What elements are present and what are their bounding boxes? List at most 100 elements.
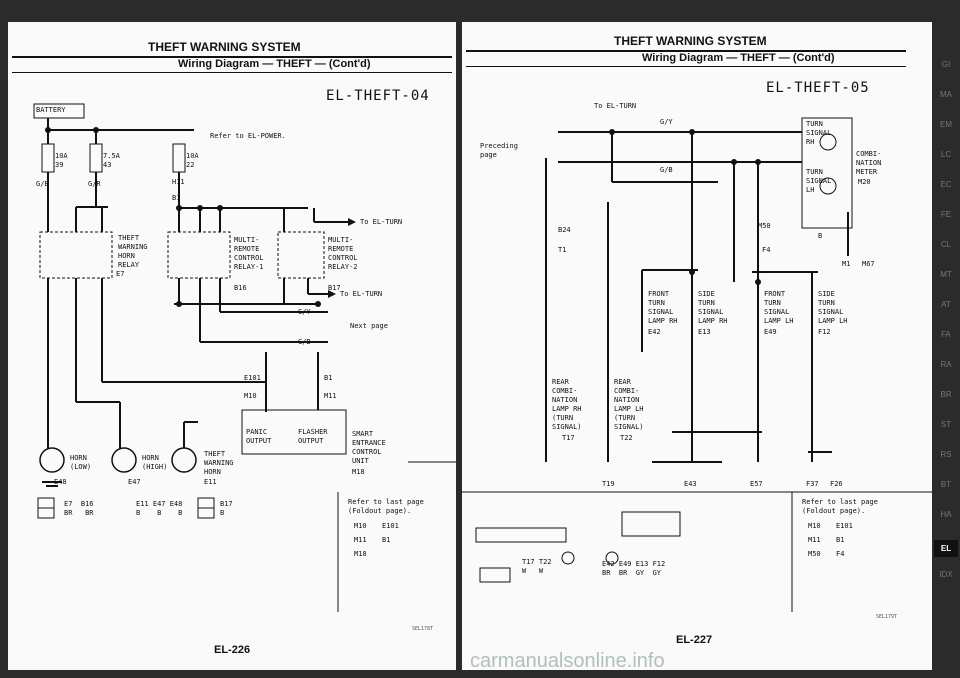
section-tab-mt[interactable]: MT [940, 270, 952, 279]
connector-e48: E48 [54, 478, 67, 486]
section-tab-el[interactable]: EL [934, 540, 958, 557]
wiring-diagram-right [462, 117, 932, 612]
diagram-id-right: EL-THEFT-05 [766, 80, 870, 96]
ref-code-5: M18 [354, 550, 367, 558]
section-tab-st[interactable]: ST [940, 420, 952, 429]
ref-code-2: E101 [382, 522, 399, 530]
page-subtitle: Wiring Diagram — THEFT — (Cont'd) [178, 58, 371, 70]
section-tab-gi[interactable]: GI [941, 60, 951, 69]
section-tab-ra[interactable]: RA [940, 360, 952, 369]
connector-m20: M20 [858, 178, 871, 186]
connector-f4: F4 [762, 246, 771, 254]
multi-relay-2-label: MULTI- REMOTE CONTROL RELAY-2 [328, 236, 358, 271]
ref-code-right-3: M11 [808, 536, 821, 544]
to-turn-2: To EL-TURN [340, 290, 383, 298]
flasher-output-label: FLASHER OUTPUT [298, 428, 328, 445]
bottom-codes-3: B17 B [220, 500, 233, 517]
section-tab-at[interactable]: AT [941, 300, 951, 309]
section-tab-bt[interactable]: BT [940, 480, 952, 489]
ref-code-right-2: E101 [836, 522, 853, 530]
connector-t22: T22 [620, 434, 633, 442]
connector-m50: M50 [758, 222, 771, 230]
combination-meter-label: COMBI- NATION METER [856, 150, 882, 176]
side-turn-rh-label: SIDE TURN SIGNAL LAMP RH [698, 290, 728, 325]
connector-f26: F26 [830, 480, 843, 488]
fuse-b-number: 43 [103, 161, 112, 169]
ref-code-right-4: B1 [836, 536, 845, 544]
ref-code-1: M10 [354, 522, 367, 530]
section-tab-em[interactable]: EM [940, 120, 952, 129]
to-turn-1: To EL-TURN [360, 218, 403, 226]
smart-unit-label: SMART ENTRANCE CONTROL UNIT [352, 430, 386, 465]
header-rule [12, 56, 452, 58]
horn-low-label: HORN (LOW) [70, 454, 92, 471]
section-tab-ec[interactable]: EC [940, 180, 952, 189]
connector-m11: M11 [324, 392, 337, 400]
right-page: THEFT WARNING SYSTEM Wiring Diagram — TH… [462, 22, 932, 670]
rear-combi-rh-label: REAR COMBI- NATION LAMP RH (TURN SIGNAL) [552, 378, 582, 431]
connector-e49: E49 [764, 328, 777, 336]
battery-label: BATTERY [36, 106, 66, 114]
fuse-a-rating: 10A [55, 152, 68, 160]
connector-e42: E42 [648, 328, 661, 336]
horn-relay-label: THEFT WARNING HORN RELAY [118, 234, 148, 269]
fuse-a-number: 39 [55, 161, 64, 169]
ref-code-right-6: F4 [836, 550, 845, 558]
wire-gr: G/R [88, 180, 101, 188]
fuse-c-rating: 10A [186, 152, 199, 160]
header-rule-right [466, 50, 906, 52]
turn-signal-rh-label: TURN SIGNAL RH [806, 120, 832, 146]
page-title-right: THEFT WARNING SYSTEM [614, 34, 767, 48]
figure-code: SEL178T [412, 626, 434, 632]
connector-b17: B17 [328, 284, 341, 292]
page-number: EL-226 [214, 644, 251, 656]
ref-code-3: M11 [354, 536, 367, 544]
connector-f12: F12 [818, 328, 831, 336]
connector-e101: E101 [244, 374, 261, 382]
ref-note: Refer to last page (Foldout page). [348, 498, 424, 515]
multi-relay-1-label: MULTI- REMOTE CONTROL RELAY-1 [234, 236, 264, 271]
section-tab-lc[interactable]: LC [940, 150, 952, 159]
fuse-b-rating: 7.5A [103, 152, 120, 160]
turn-signal-lh-label: TURN SIGNAL LH [806, 168, 832, 194]
to-turn-right: To EL-TURN [594, 102, 637, 110]
page-subtitle-right: Wiring Diagram — THEFT — (Cont'd) [642, 52, 835, 64]
connector-b24: B24 [558, 226, 571, 234]
connector-m10: M10 [244, 392, 257, 400]
preceding-page-label: Preceding page [480, 142, 518, 159]
bottom-codes-2: E11 E47 E48 B B B [136, 500, 183, 517]
panic-output-label: PANIC OUTPUT [246, 428, 272, 445]
section-tabs: GI MA EM LC EC FE CL MT AT FA RA BR ST RS BT HA EL IDX [934, 60, 960, 620]
section-tab-fa[interactable]: FA [941, 330, 951, 339]
connector-h11: H11 [172, 178, 185, 186]
section-tab-fe[interactable]: FE [940, 210, 952, 219]
ref-code-right-1: M10 [808, 522, 821, 530]
section-tab-ha[interactable]: HA [940, 510, 952, 519]
section-tab-idx[interactable]: IDX [939, 570, 953, 579]
connector-e7: E7 [116, 270, 125, 278]
connector-e11: E11 [204, 478, 217, 486]
section-tab-br[interactable]: BR [940, 390, 952, 399]
connector-b16: B16 [234, 284, 247, 292]
section-tab-rs[interactable]: RS [940, 450, 952, 459]
rear-combi-lh-label: REAR COMBI- NATION LAMP LH (TURN SIGNAL) [614, 378, 644, 431]
connector-t17: T17 [562, 434, 575, 442]
front-turn-rh-label: FRONT TURN SIGNAL LAMP RH [648, 290, 678, 325]
wire-gb-right: G/B [660, 166, 673, 174]
wire-gy-right: G/Y [660, 118, 673, 126]
page-title: THEFT WARNING SYSTEM [148, 40, 301, 54]
ref-code-4: B1 [382, 536, 391, 544]
wire-gb-next: G/B [298, 338, 311, 346]
fuse-c-number: 22 [186, 161, 195, 169]
section-tab-ma[interactable]: MA [940, 90, 952, 99]
next-page-label: Next page [350, 322, 388, 330]
ref-code-right-5: M50 [808, 550, 821, 558]
wire-b-right: B [818, 232, 823, 240]
refer-power-label: Refer to EL-POWER. [210, 132, 286, 140]
watermark: carmanualsonline.info [470, 650, 665, 672]
side-turn-lh-label: SIDE TURN SIGNAL LAMP LH [818, 290, 848, 325]
page-number-right: EL-227 [676, 634, 713, 646]
connector-b1: B1 [172, 194, 181, 202]
connector-t1: T1 [558, 246, 567, 254]
section-tab-cl[interactable]: CL [940, 240, 952, 249]
